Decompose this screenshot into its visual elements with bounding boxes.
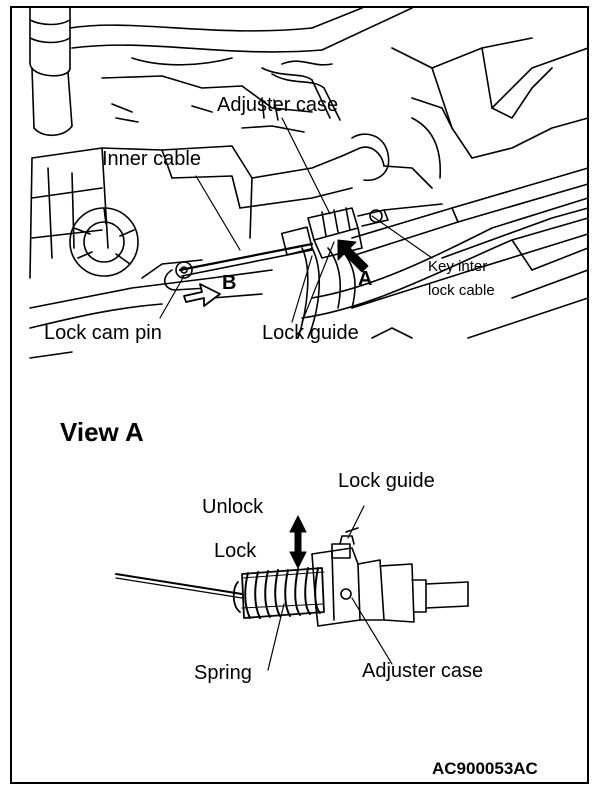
diagram-frame: Adjuster case Inner cable Key inter lock… — [10, 6, 589, 784]
label-spring: Spring — [194, 662, 252, 684]
view-a-title: View A — [60, 417, 144, 447]
label-adjuster-case-view-a: Adjuster case — [362, 660, 484, 682]
label-lock-cam-pin: Lock cam pin — [44, 322, 162, 344]
arrow-a-icon — [337, 239, 369, 273]
label-adjuster-case-top: Adjuster case — [217, 94, 339, 116]
engine-bay-illustration — [29, 8, 587, 359]
view-a-illustration — [115, 515, 469, 627]
label-key-interlock-line2: lock cable — [428, 282, 495, 299]
label-key-interlock-line1: Key inter — [428, 258, 488, 275]
label-lock-guide-top: Lock guide — [262, 322, 359, 344]
label-inner-cable: Inner cable — [102, 148, 201, 170]
label-arrow-a: A — [358, 268, 373, 290]
leader-lines-top — [159, 117, 433, 323]
label-arrow-b: B — [222, 272, 237, 294]
diagram-illustration — [29, 8, 587, 671]
label-unlock: Unlock — [202, 496, 264, 518]
label-lock-guide-view-a: Lock guide — [338, 470, 435, 492]
figure-code: AC900053AC — [432, 759, 538, 778]
arrow-b-icon — [183, 283, 221, 307]
label-lock: Lock — [214, 540, 257, 562]
leader-lines-view-a — [267, 505, 393, 671]
